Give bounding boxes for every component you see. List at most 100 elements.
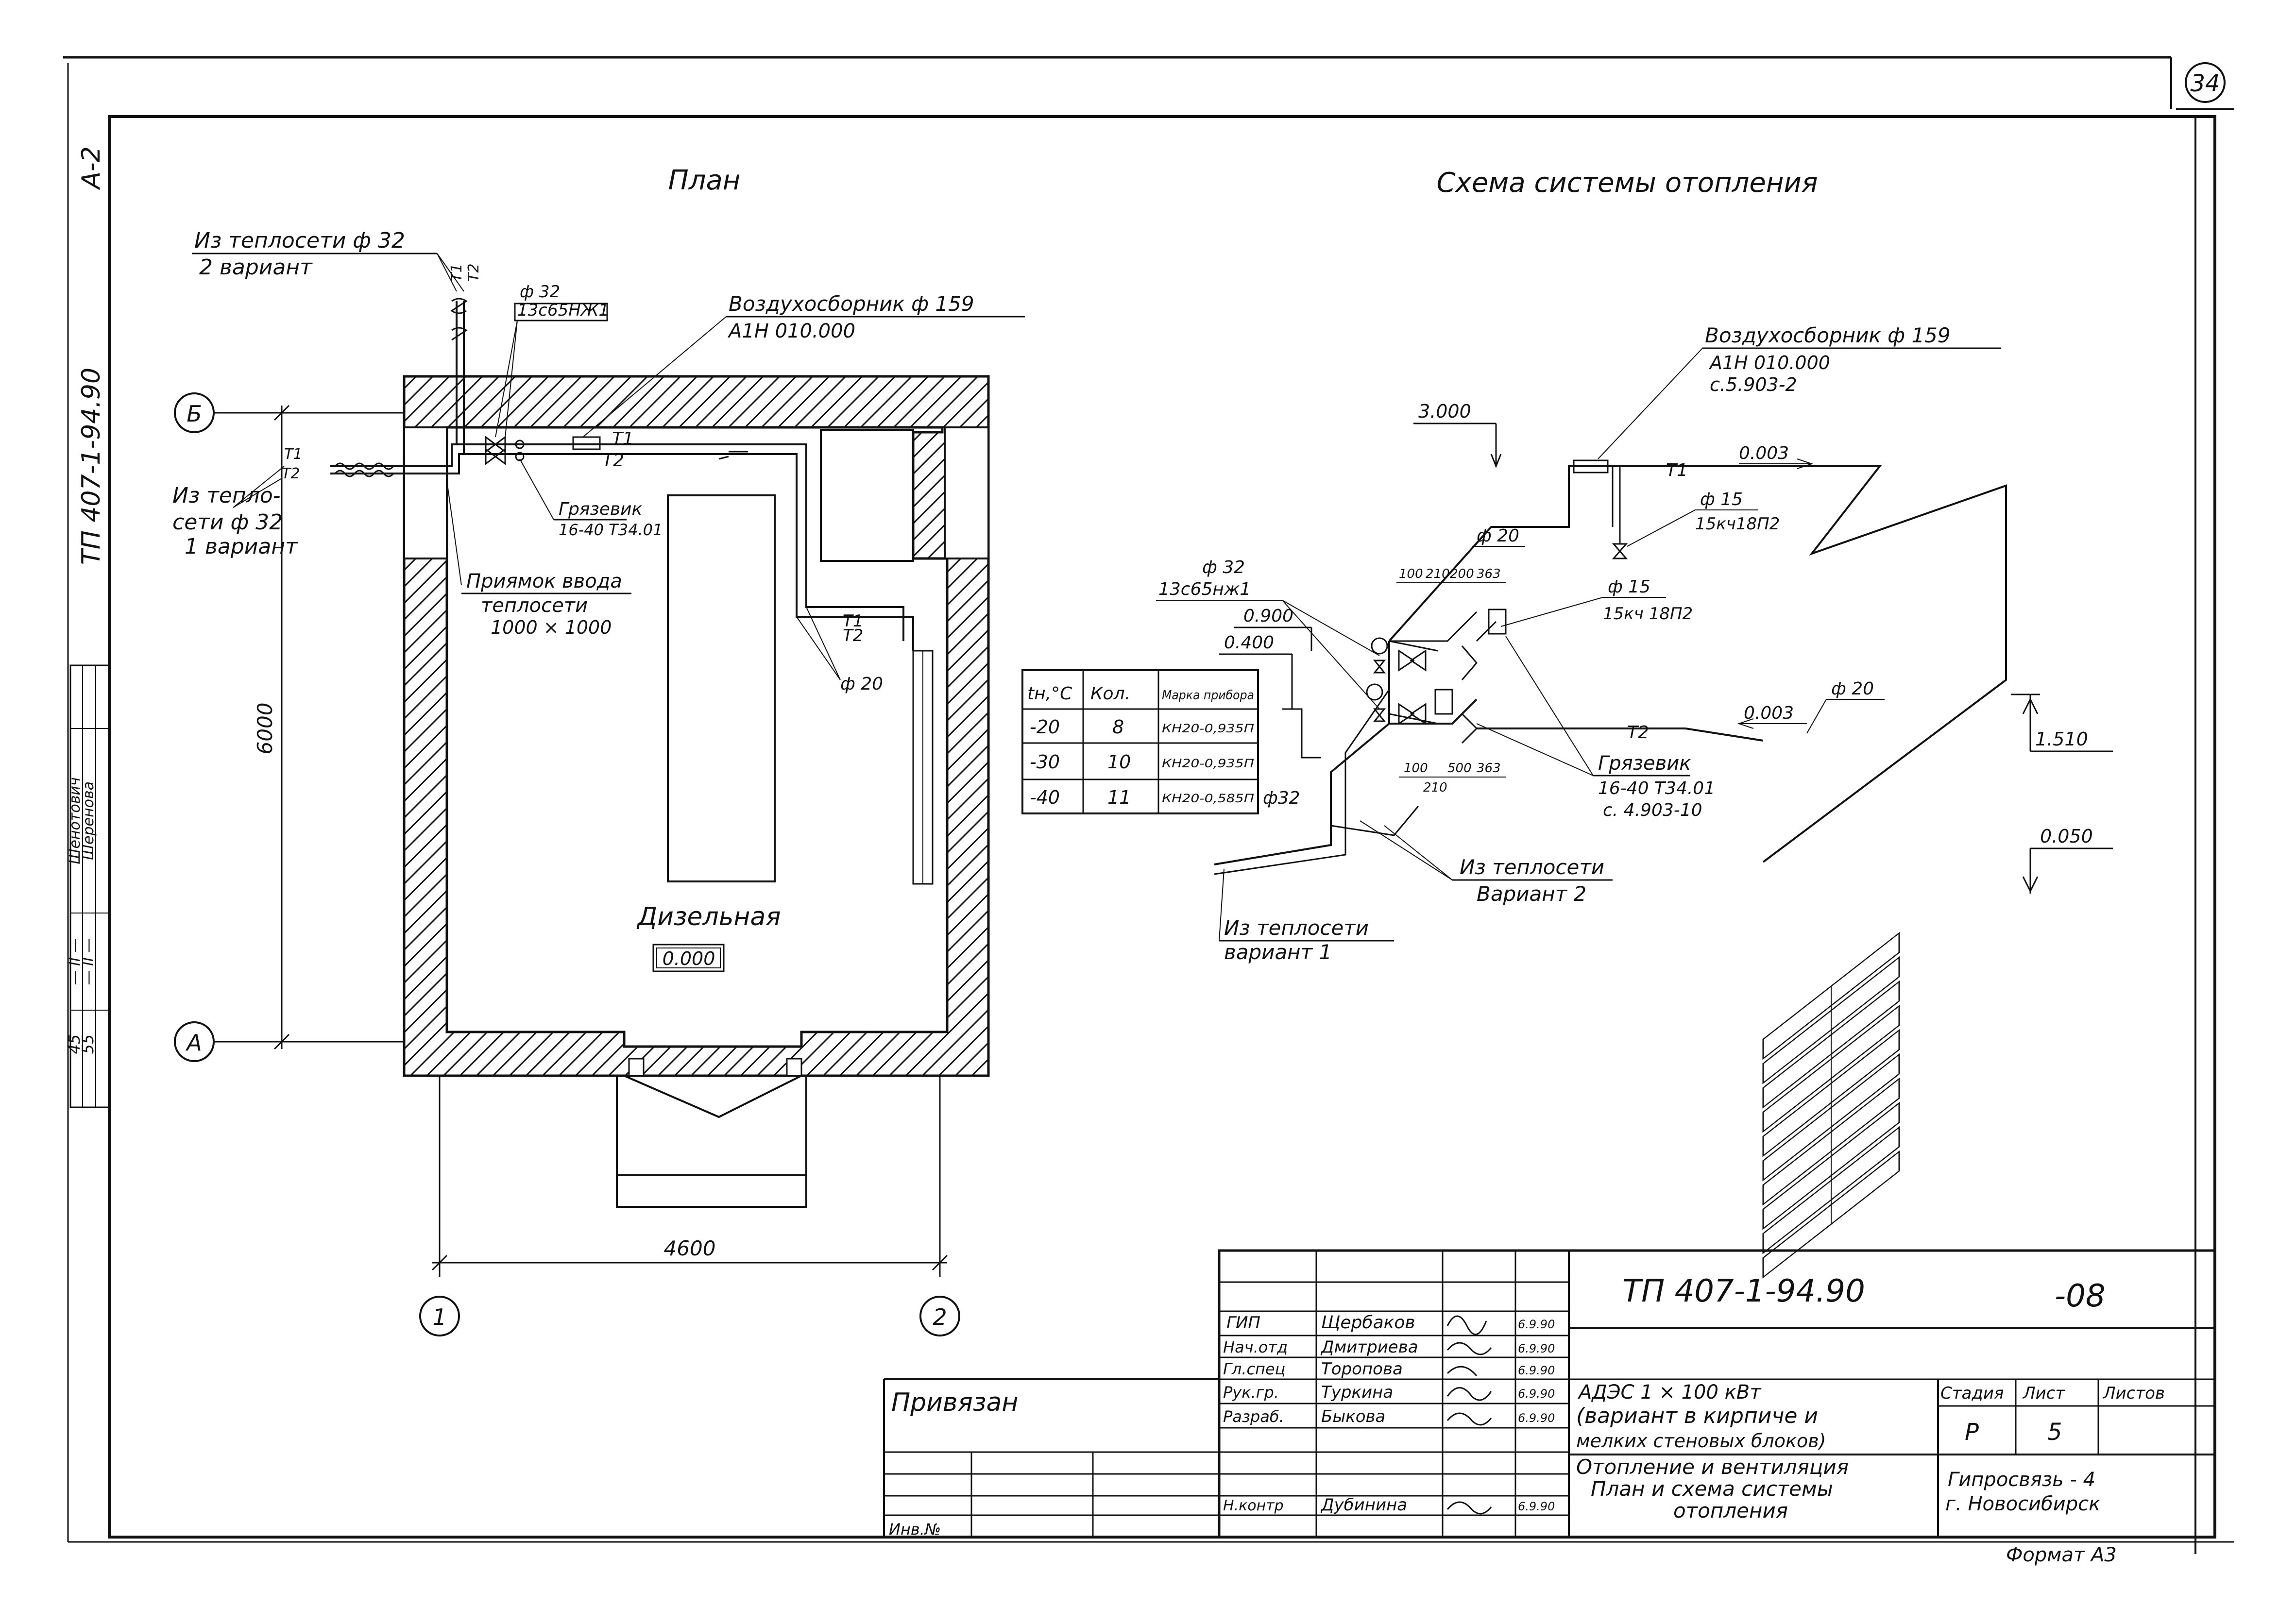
svg-text:Разраб.: Разраб. — [1223, 1407, 1284, 1426]
device-table: tн,°С Кол. Марка прибора -20 8 КН20-0,93… — [1021, 669, 1259, 814]
svg-text:1.510: 1.510 — [2035, 728, 2088, 750]
doc-suffix: -08 — [2055, 1278, 2106, 1314]
svg-text:100: 100 — [1399, 567, 1423, 581]
svg-text:Н.контр: Н.контр — [1223, 1497, 1284, 1514]
svg-text:Стадия: Стадия — [1940, 1384, 2004, 1403]
svg-text:Кол.: Кол. — [1090, 684, 1130, 704]
svg-text:6.9.90: 6.9.90 — [1518, 1364, 1555, 1377]
svg-text:Листов: Листов — [2102, 1384, 2165, 1403]
dim-width: 4600 — [664, 1236, 716, 1260]
svg-text:Из тепло-: Из тепло- — [172, 483, 281, 508]
svg-text:0.050: 0.050 — [2040, 826, 2093, 847]
svg-text:Грязевик: Грязевик — [1598, 752, 1691, 775]
svg-text:16-40 Т34.01: 16-40 Т34.01 — [559, 521, 663, 539]
signers: ГИП Щербаков 6.9.90 Нач.отд Дмитриева 6.… — [1223, 1313, 1555, 1515]
svg-text:-20: -20 — [1030, 716, 1060, 738]
svg-text:Дмитриева: Дмитриева — [1320, 1337, 1418, 1357]
svg-text:tн,°С: tн,°С — [1027, 684, 1072, 704]
svg-text:Из теплосети: Из теплосети — [1224, 916, 1369, 940]
svg-text:10: 10 — [1107, 751, 1131, 773]
svg-text:6.9.90: 6.9.90 — [1518, 1387, 1555, 1401]
svg-text:Из теплосети ф 32: Из теплосети ф 32 — [194, 228, 405, 253]
plan-view: План Т1 Т2 — [172, 165, 1025, 1336]
svg-text:500: 500 — [1447, 761, 1472, 776]
room-level: 0.000 — [663, 948, 715, 969]
svg-text:Т1: Т1 — [1666, 460, 1688, 480]
svg-text:55: 55 — [79, 1034, 97, 1054]
svg-text:Воздухосборник ф 159: Воздухосборник ф 159 — [1705, 323, 1951, 347]
svg-text:ф 32: ф 32 — [1202, 558, 1245, 577]
svg-text:Шеренова: Шеренова — [80, 781, 97, 860]
svg-text:Гл.спец: Гл.спец — [1223, 1360, 1285, 1378]
svg-text:Щербаков: Щербаков — [1321, 1313, 1415, 1333]
svg-text:16-40 Т34.01: 16-40 Т34.01 — [1598, 778, 1715, 798]
sheet-number: 34 — [2185, 62, 2226, 103]
svg-text:ф 20: ф 20 — [1477, 526, 1519, 546]
svg-text:вариант 1: вариант 1 — [1224, 940, 1332, 964]
svg-text:теплосети: теплосети — [481, 594, 588, 617]
diesel-generator — [667, 494, 776, 882]
svg-text:Быкова: Быкова — [1321, 1407, 1385, 1426]
svg-text:КН20-0,585П: КН20-0,585П — [1162, 792, 1254, 805]
svg-text:Вариант 2: Вариант 2 — [1477, 882, 1586, 906]
svg-text:сети ф 32: сети ф 32 — [172, 510, 283, 535]
svg-text:1 вариант: 1 вариант — [185, 534, 298, 559]
svg-text:Воздухосборник ф 159: Воздухосборник ф 159 — [729, 292, 974, 316]
svg-text:Т2: Т2 — [282, 465, 300, 482]
svg-text:ф 32: ф 32 — [520, 282, 560, 302]
svg-text:— II —: — II — — [80, 938, 97, 985]
plan-walls — [403, 375, 990, 1077]
svg-text:с. 4.903-10: с. 4.903-10 — [1603, 800, 1702, 820]
sheet-frame — [63, 56, 2234, 1554]
plan-title: План — [668, 165, 741, 196]
svg-text:Лист: Лист — [2022, 1384, 2065, 1403]
svg-text:2 вариант: 2 вариант — [199, 255, 313, 280]
svg-text:Инв.№: Инв.№ — [889, 1520, 941, 1539]
svg-text:Т1: Т1 — [612, 429, 634, 449]
svg-text:АДЭС 1 × 100 кВт: АДЭС 1 × 100 кВт — [1577, 1381, 1762, 1404]
svg-text:(вариант в кирпиче и: (вариант в кирпиче и — [1576, 1404, 1818, 1428]
svg-text:3.000: 3.000 — [1418, 401, 1471, 422]
svg-text:Т1: Т1 — [448, 264, 465, 282]
svg-text:34: 34 — [2190, 70, 2220, 97]
svg-text:100: 100 — [1404, 761, 1428, 776]
svg-text:ф 20: ф 20 — [1831, 679, 1874, 699]
svg-text:2: 2 — [933, 1304, 947, 1330]
svg-text:6.9.90: 6.9.90 — [1518, 1411, 1555, 1425]
svg-text:Грязевик: Грязевик — [559, 499, 642, 519]
svg-text:0.003: 0.003 — [1739, 443, 1789, 463]
svg-text:0.900: 0.900 — [1243, 606, 1293, 626]
svg-text:КН20-0,935П: КН20-0,935П — [1162, 757, 1254, 770]
svg-text:Приямок ввода: Приямок ввода — [466, 570, 622, 592]
svg-text:Шенотович: Шенотович — [67, 777, 84, 864]
svg-text:Из теплосети: Из теплосети — [1460, 855, 1604, 879]
equipment-box — [820, 429, 914, 562]
svg-text:363: 363 — [1477, 761, 1501, 776]
svg-text:Рук.гр.: Рук.гр. — [1223, 1383, 1279, 1402]
svg-text:с.5.903-2: с.5.903-2 — [1710, 374, 1797, 395]
svg-text:6.9.90: 6.9.90 — [1518, 1342, 1555, 1355]
svg-text:6.9.90: 6.9.90 — [1518, 1318, 1555, 1331]
svg-text:5: 5 — [2047, 1419, 2062, 1446]
svg-text:Т2: Т2 — [465, 264, 482, 282]
svg-text:мелких стеновых блоков): мелких стеновых блоков) — [1576, 1430, 1826, 1452]
margin-code: А-2 — [77, 146, 106, 190]
svg-text:8: 8 — [1112, 716, 1124, 738]
svg-text:15кч 18П2: 15кч 18П2 — [1603, 604, 1693, 624]
svg-text:Марка прибора: Марка прибора — [1162, 688, 1254, 703]
svg-text:Т2: Т2 — [843, 626, 863, 645]
svg-text:План и схема системы: План и схема системы — [1591, 1477, 1833, 1501]
svg-text:Нач.отд: Нач.отд — [1223, 1338, 1288, 1356]
svg-text:Туркина: Туркина — [1321, 1383, 1393, 1402]
svg-text:ф 20: ф 20 — [840, 674, 883, 694]
svg-text:0.003: 0.003 — [1744, 703, 1794, 723]
svg-text:Т1: Т1 — [284, 446, 302, 463]
svg-text:-30: -30 — [1030, 751, 1060, 773]
svg-text:0.400: 0.400 — [1224, 633, 1274, 653]
svg-text:Отопление и вентиляция: Отопление и вентиляция — [1576, 1455, 1849, 1479]
heat-entry-v2: Из теплосети ф 32 2 вариант Т1 Т2 — [192, 228, 482, 341]
svg-text:15кч18П2: 15кч18П2 — [1695, 514, 1780, 534]
svg-text:ГИП: ГИП — [1226, 1313, 1260, 1333]
svg-text:г. Новосибирск: г. Новосибирск — [1945, 1493, 2100, 1515]
svg-text:210: 210 — [1426, 567, 1450, 581]
